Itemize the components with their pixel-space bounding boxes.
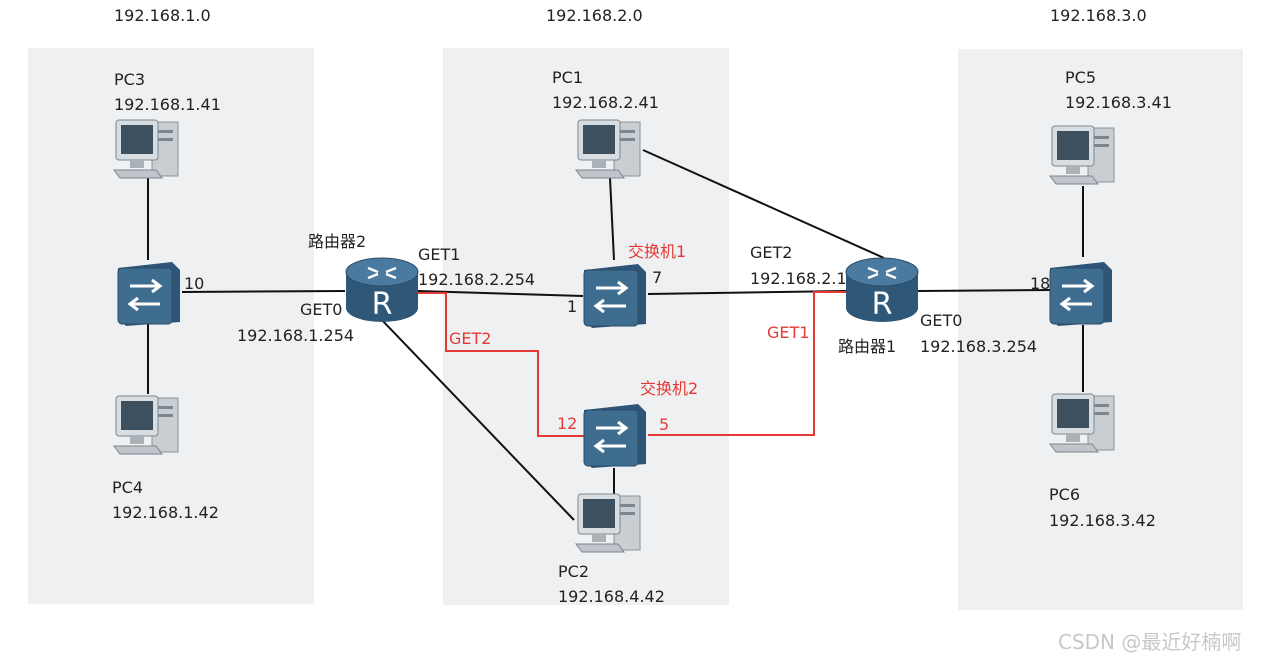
switch2-port-left: 12 xyxy=(557,414,578,433)
router2-get1-ip: 192.168.2.254 xyxy=(418,270,536,289)
pc3-ip: 192.168.1.41 xyxy=(114,95,221,114)
switch2-icon[interactable] xyxy=(580,400,650,470)
pc6-ip: 192.168.3.42 xyxy=(1049,511,1156,530)
link-r1-switchR xyxy=(917,289,1051,292)
pc2-name: PC2 xyxy=(558,562,589,581)
pc1-name: PC1 xyxy=(552,68,583,87)
link-switchL-r2 xyxy=(181,290,346,293)
pc3-name: PC3 xyxy=(114,70,145,89)
link-r2-sw2-red xyxy=(418,292,584,437)
link-pc1-r1 xyxy=(642,149,885,259)
switch1-port-right: 7 xyxy=(652,268,663,287)
pc5-name: PC5 xyxy=(1065,68,1096,87)
switch-right-port: 18 xyxy=(1030,274,1051,293)
switch1-name: 交换机1 xyxy=(628,242,687,261)
switch-left-icon[interactable] xyxy=(114,258,184,328)
switch1-port-left: 1 xyxy=(567,297,578,316)
switch2-port-right: 5 xyxy=(659,415,670,434)
router1-name: 路由器1 xyxy=(838,337,897,356)
router2-name: 路由器2 xyxy=(308,232,367,251)
router1-get0-ip: 192.168.3.254 xyxy=(920,337,1038,356)
link-sw2-r1-red xyxy=(648,291,846,436)
router1-get1-label: GET1 xyxy=(767,323,810,342)
link-pc1-sw1 xyxy=(609,177,615,261)
pc2-computer-icon[interactable] xyxy=(574,492,646,554)
switch-left-port: 10 xyxy=(184,274,205,293)
switch2-name: 交换机2 xyxy=(640,379,699,398)
pc5-computer-icon[interactable] xyxy=(1048,124,1120,186)
router1-get2-ip: 192.168.2.1 xyxy=(750,269,847,288)
router1-icon[interactable]: R xyxy=(844,256,920,326)
network-label-3: 192.168.3.0 xyxy=(1050,6,1147,25)
pc5-ip: 192.168.3.41 xyxy=(1065,93,1172,112)
pc2-ip: 192.168.4.42 xyxy=(558,587,665,606)
pc4-name: PC4 xyxy=(112,478,143,497)
router1-get2-label: GET2 xyxy=(750,243,793,262)
pc6-name: PC6 xyxy=(1049,485,1080,504)
pc3-computer-icon[interactable] xyxy=(112,118,184,180)
pc1-ip: 192.168.2.41 xyxy=(552,93,659,112)
switch-right-icon[interactable] xyxy=(1046,258,1116,328)
svg-text:R: R xyxy=(372,287,393,322)
router2-get2-label: GET2 xyxy=(449,329,492,348)
router1-get0-label: GET0 xyxy=(920,311,963,330)
link-r2-sw1 xyxy=(417,290,584,297)
router2-get1-label: GET1 xyxy=(418,245,461,264)
network-label-1: 192.168.1.0 xyxy=(114,6,211,25)
svg-text:R: R xyxy=(872,287,893,322)
link-r2-pc2 xyxy=(379,317,575,521)
pc4-computer-icon[interactable] xyxy=(112,394,184,456)
router2-get0-ip: 192.168.1.254 xyxy=(237,326,355,345)
watermark: CSDN @最近好楠啊 xyxy=(1058,630,1242,654)
router2-get0-label: GET0 xyxy=(300,300,343,319)
router2-icon[interactable]: R xyxy=(344,256,420,326)
network-label-2: 192.168.2.0 xyxy=(546,6,643,25)
pc6-computer-icon[interactable] xyxy=(1048,392,1120,454)
pc4-ip: 192.168.1.42 xyxy=(112,503,219,522)
pc1-computer-icon[interactable] xyxy=(574,118,646,180)
switch1-icon[interactable] xyxy=(580,260,650,330)
